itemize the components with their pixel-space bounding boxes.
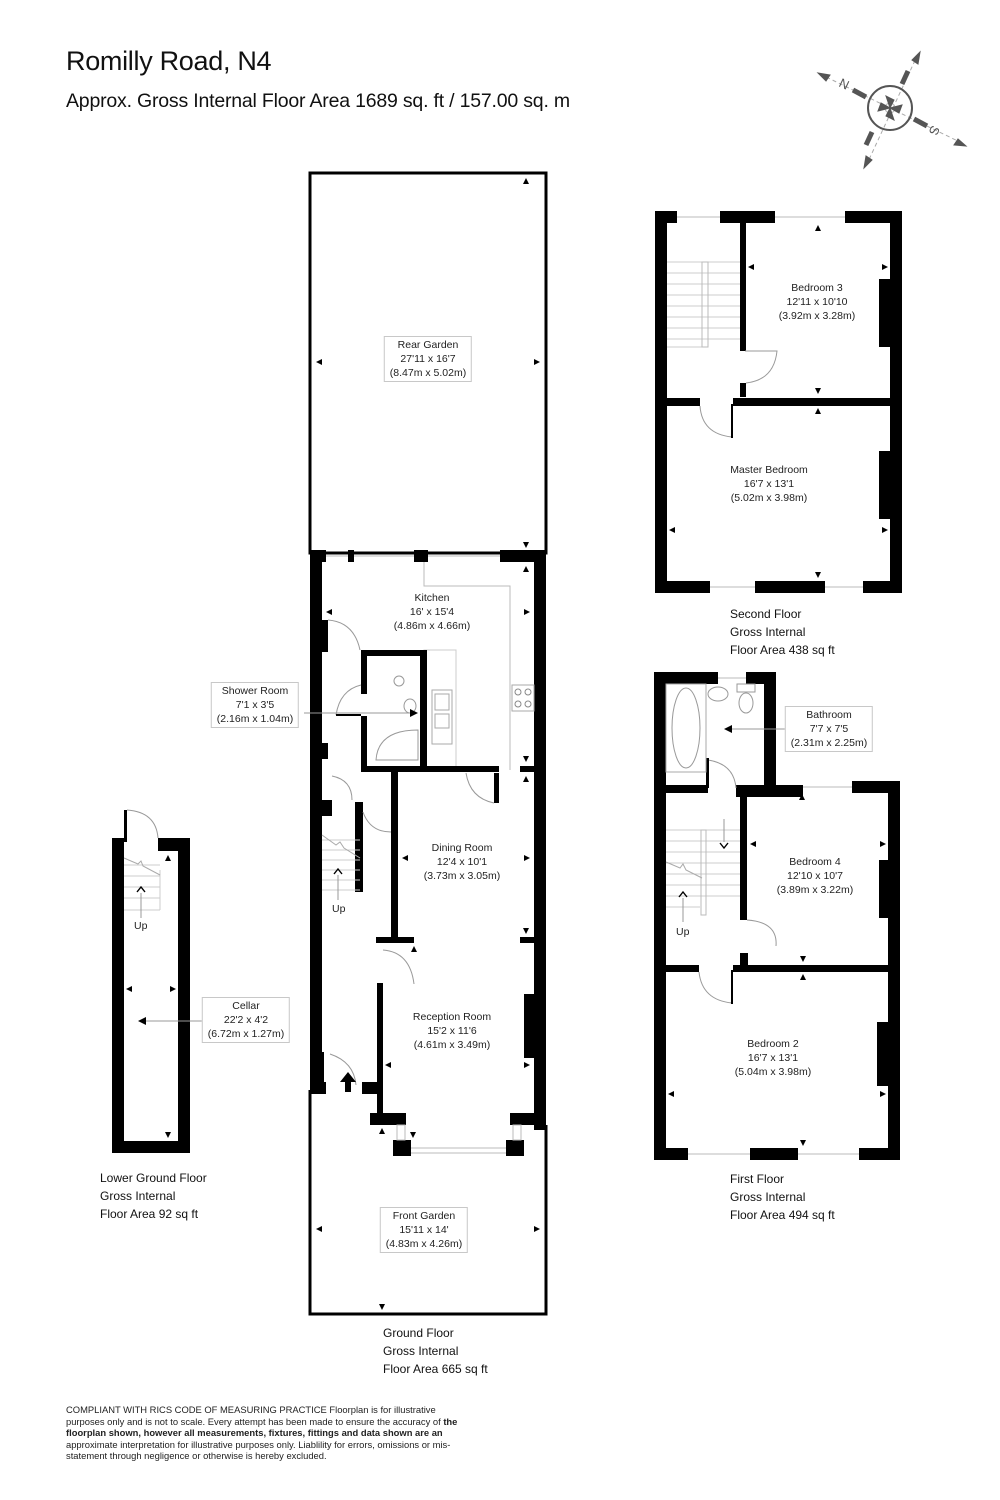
room-name: Kitchen <box>414 592 450 604</box>
room-label-reception-room: Reception Room 15'2 x 11'6 (4.61m x 3.49… <box>413 1010 491 1052</box>
room-label-bedroom-2: Bedroom 2 16'7 x 13'1 (5.04m x 3.98m) <box>735 1037 811 1079</box>
disclaimer-part3: approximate interpretation for illustrat… <box>66 1438 451 1462</box>
page-subtitle: Approx. Gross Internal Floor Area 1689 s… <box>66 90 570 112</box>
room-name: Cellar <box>232 1000 260 1012</box>
stairs-up-label-ground: Up <box>332 903 346 915</box>
room-name: Front Garden <box>392 1210 456 1222</box>
compass-rose-icon: N S <box>816 50 968 170</box>
ground-floor-plan <box>304 171 548 1316</box>
disclaimer-part2-bold: the floorplan shown, however all measure… <box>66 1415 458 1439</box>
first-floor-plan <box>654 672 900 1160</box>
room-dimensions-imperial: 7'7 x 7'5 <box>809 723 849 735</box>
room-dimensions-imperial: 7'1 x 3'5 <box>235 699 275 711</box>
svg-text:S: S <box>926 123 943 137</box>
room-dimensions-metric: (3.73m x 3.05m) <box>423 870 501 882</box>
floor-area: Floor Area 494 sq ft <box>730 1208 835 1222</box>
floor-gross-internal: Gross Internal <box>383 1344 459 1358</box>
floor-area: Floor Area 438 sq ft <box>730 643 835 657</box>
room-label-shower-room: Shower Room 7'1 x 3'5 (2.16m x 1.04m) <box>210 682 300 728</box>
room-dimensions-imperial: 16' x 15'4 <box>409 606 455 618</box>
room-dimensions-metric: (4.61m x 3.49m) <box>413 1039 491 1051</box>
floor-gross-internal: Gross Internal <box>730 625 806 639</box>
room-dimensions-imperial: 22'2 x 4'2 <box>223 1014 269 1026</box>
room-dimensions-metric: (8.47m x 5.02m) <box>389 367 467 379</box>
floor-name: Lower Ground Floor <box>100 1171 207 1185</box>
room-label-kitchen: Kitchen 16' x 15'4 (4.86m x 4.66m) <box>394 591 470 633</box>
stairs-up-label-first: Up <box>676 926 690 938</box>
room-dimensions-imperial: 16'7 x 13'1 <box>747 1052 799 1064</box>
room-name: Bedroom 3 <box>791 282 843 294</box>
floor-caption-second: Second Floor Gross Internal Floor Area 4… <box>730 605 835 659</box>
room-dimensions-imperial: 15'2 x 11'6 <box>427 1025 477 1037</box>
disclaimer-part1: COMPLIANT WITH RICS CODE OF MEASURING PR… <box>66 1404 444 1427</box>
room-dimensions-metric: (3.89m x 3.22m) <box>776 884 854 896</box>
floor-area: Floor Area 92 sq ft <box>100 1207 199 1221</box>
room-dimensions-imperial: 27'11 x 16'7 <box>400 353 456 365</box>
room-dimensions-imperial: 15'11 x 14' <box>399 1224 449 1236</box>
floor-caption-ground: Ground Floor Gross Internal Floor Area 6… <box>383 1324 488 1378</box>
page-title: Romilly Road, N4 <box>66 46 272 76</box>
room-label-cellar: Cellar 22'2 x 4'2 (6.72m x 1.27m) <box>201 997 291 1043</box>
room-name: Master Bedroom <box>730 464 808 476</box>
room-dimensions-metric: (4.86m x 4.66m) <box>393 620 471 632</box>
room-label-rear-garden: Rear Garden 27'11 x 16'7 (8.47m x 5.02m) <box>383 336 473 382</box>
room-label-bathroom: Bathroom 7'7 x 7'5 (2.31m x 2.25m) <box>784 706 874 752</box>
floor-name: Second Floor <box>730 607 802 621</box>
room-dimensions-metric: (2.16m x 1.04m) <box>216 713 294 725</box>
room-dimensions-metric: (4.83m x 4.26m) <box>385 1238 463 1250</box>
room-label-dining-room: Dining Room 12'4 x 10'1 (3.73m x 3.05m) <box>424 841 500 883</box>
room-label-front-garden: Front Garden 15'11 x 14' (4.83m x 4.26m) <box>379 1207 469 1253</box>
floor-name: Ground Floor <box>383 1326 454 1340</box>
room-label-master-bedroom: Master Bedroom 16'7 x 13'1 (5.02m x 3.98… <box>730 463 808 505</box>
floor-area: Floor Area 665 sq ft <box>383 1362 488 1376</box>
floor-gross-internal: Gross Internal <box>100 1189 176 1203</box>
room-name: Bedroom 4 <box>789 856 841 868</box>
room-dimensions-imperial: 16'7 x 13'1 <box>743 478 795 490</box>
disclaimer-text: COMPLIANT WITH RICS CODE OF MEASURING PR… <box>66 1404 466 1462</box>
room-dimensions-imperial: 12'11 x 10'10 <box>786 296 848 308</box>
room-name: Bathroom <box>806 709 852 721</box>
room-dimensions-metric: (5.02m x 3.98m) <box>730 492 808 504</box>
room-name: Dining Room <box>431 842 493 854</box>
room-dimensions-metric: (6.72m x 1.27m) <box>207 1028 285 1040</box>
svg-text:N: N <box>837 75 852 93</box>
room-label-bedroom-4: Bedroom 4 12'10 x 10'7 (3.89m x 3.22m) <box>777 855 853 897</box>
floor-gross-internal: Gross Internal <box>730 1190 806 1204</box>
room-name: Bedroom 2 <box>747 1038 799 1050</box>
room-name: Reception Room <box>412 1011 492 1023</box>
room-dimensions-metric: (5.04m x 3.98m) <box>734 1066 812 1078</box>
room-dimensions-metric: (3.92m x 3.28m) <box>778 310 856 322</box>
room-name: Shower Room <box>221 685 289 697</box>
second-floor-plan <box>655 211 902 593</box>
floor-caption-lower-ground: Lower Ground Floor Gross Internal Floor … <box>100 1169 207 1223</box>
room-label-bedroom-3: Bedroom 3 12'11 x 10'10 (3.92m x 3.28m) <box>779 281 855 323</box>
room-name: Rear Garden <box>397 339 459 351</box>
lower-ground-floor-plan <box>112 809 203 1153</box>
room-dimensions-imperial: 12'10 x 10'7 <box>787 870 843 882</box>
room-dimensions-metric: (2.31m x 2.25m) <box>790 737 868 749</box>
floor-name: First Floor <box>730 1172 784 1186</box>
floor-caption-first: First Floor Gross Internal Floor Area 49… <box>730 1170 835 1224</box>
stairs-up-label-lower-ground: Up <box>134 920 148 932</box>
room-dimensions-imperial: 12'4 x 10'1 <box>436 856 488 868</box>
